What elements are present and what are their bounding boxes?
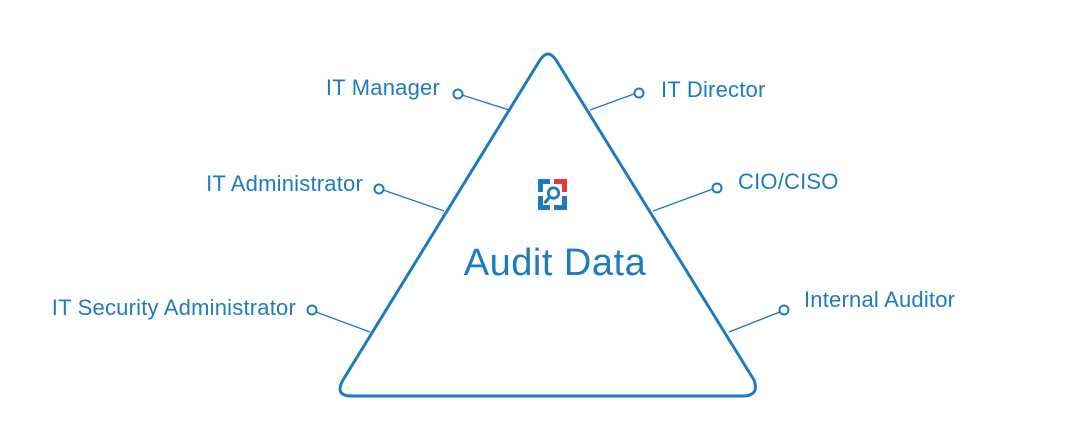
role-label-it-administrator: IT Administrator [206, 171, 363, 196]
magnifier-logo-icon [538, 179, 567, 210]
role-label-it-manager: IT Manager [325, 75, 440, 100]
connector-it-manager [452, 88, 510, 111]
connector-internal-auditor [728, 304, 790, 333]
connector-cio-ciso [652, 182, 723, 212]
center-title: Audit Data [463, 242, 647, 284]
role-label-cio-ciso: CIO/CISO [738, 169, 839, 194]
connector-it-director [589, 87, 645, 111]
role-label-it-director: IT Director [661, 77, 766, 102]
connector-it-administrator [373, 183, 445, 212]
role-label-it-security-administrator: IT Security Administrator [51, 295, 296, 320]
audit-triangle [338, 52, 757, 398]
role-label-internal-auditor: Internal Auditor [804, 287, 956, 312]
connector-it-security-administrator [306, 304, 371, 333]
